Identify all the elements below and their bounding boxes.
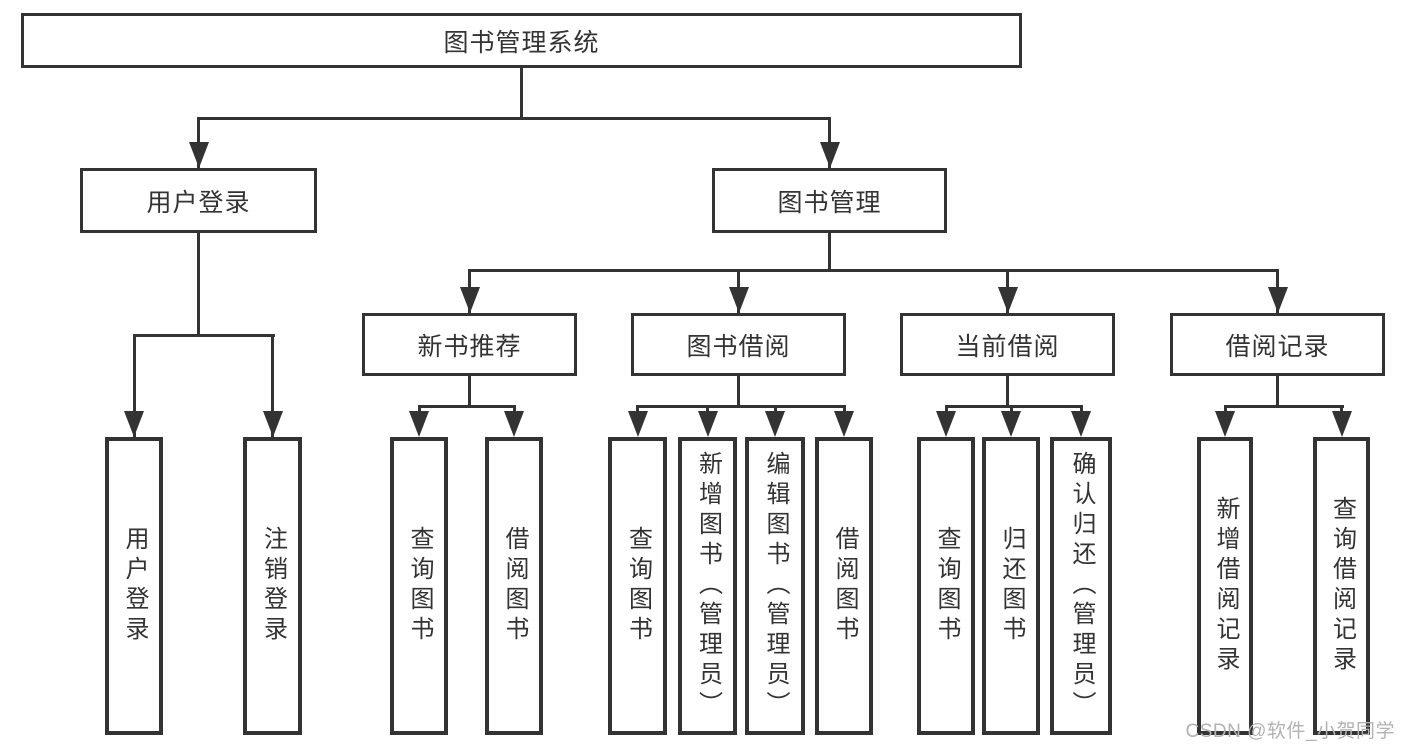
leaf-label: 编辑图书（管理员） bbox=[762, 451, 789, 721]
leaf-label: 查询图书 bbox=[406, 526, 433, 646]
leaf-records-add-borrow-record: 新增借阅记录 bbox=[1197, 437, 1253, 735]
leaf-borrowing-query-books: 查询图书 bbox=[608, 437, 667, 735]
leaf-current-query-books: 查询图书 bbox=[917, 437, 975, 735]
node-user-login: 用户登录 bbox=[80, 168, 317, 233]
leaf-borrowing-borrow-books: 借阅图书 bbox=[815, 437, 873, 735]
arrowhead bbox=[262, 411, 283, 437]
leaf-borrowing-edit-books-admin: 编辑图书（管理员） bbox=[745, 437, 805, 735]
leaf-label: 查询借阅记录 bbox=[1328, 496, 1356, 676]
node-new-book-recommendation: 新书推荐 bbox=[362, 313, 577, 376]
leaf-logout-login: 注销登录 bbox=[243, 437, 302, 735]
arrowhead bbox=[1001, 411, 1021, 437]
node-library-management-system: 图书管理系统 bbox=[21, 13, 1022, 68]
edge-root-stem bbox=[519, 68, 523, 118]
edge-current-borrowing-stem bbox=[1006, 376, 1009, 406]
edge-new-book-stem bbox=[468, 376, 471, 406]
arrowhead bbox=[1215, 411, 1235, 437]
edge-borrowing-records-stem bbox=[1276, 376, 1279, 406]
arrowhead bbox=[1071, 411, 1091, 437]
edge-level2-rail bbox=[196, 116, 831, 120]
leaf-current-return-books: 归还图书 bbox=[982, 437, 1040, 735]
edge-drop-leaf-user-login bbox=[132, 335, 136, 437]
leaf-records-query-borrow-record: 查询借阅记录 bbox=[1313, 437, 1370, 735]
arrowhead bbox=[124, 411, 144, 437]
node-label: 图书管理 bbox=[777, 188, 882, 217]
leaf-label: 用户登录 bbox=[121, 526, 148, 646]
leaf-label: 注销登录 bbox=[259, 526, 287, 646]
node-label: 图书管理系统 bbox=[443, 28, 600, 57]
arrowhead bbox=[188, 142, 209, 168]
leaf-label: 借阅图书 bbox=[831, 526, 858, 646]
leaf-label: 查询图书 bbox=[624, 526, 652, 646]
node-label: 当前借阅 bbox=[955, 332, 1060, 361]
edge-borrowing-records-rail bbox=[1223, 404, 1344, 408]
edge-user-login-rail bbox=[132, 333, 275, 337]
leaf-recommend-query-books: 查询图书 bbox=[390, 437, 448, 735]
edge-book-management-stem bbox=[828, 233, 831, 272]
leaf-recommend-borrow-books: 借阅图书 bbox=[485, 437, 543, 735]
node-book-borrowing: 图书借阅 bbox=[631, 313, 846, 376]
arrowhead bbox=[697, 411, 718, 437]
edge-user-login-stem bbox=[196, 233, 200, 335]
arrowhead bbox=[627, 411, 648, 437]
arrowhead bbox=[997, 287, 1018, 313]
edge-new-book-rail bbox=[417, 404, 516, 408]
edge-level3-rail bbox=[468, 269, 1279, 272]
arrowhead bbox=[1267, 287, 1288, 313]
arrowhead bbox=[819, 142, 840, 168]
node-label: 用户登录 bbox=[146, 188, 251, 217]
leaf-current-confirm-return-admin: 确认归还（管理员） bbox=[1050, 437, 1112, 735]
node-current-borrowing: 当前借阅 bbox=[900, 313, 1115, 376]
edge-book-borrowing-stem bbox=[737, 376, 740, 406]
edge-drop-leaf-logout bbox=[271, 335, 274, 437]
arrowhead bbox=[459, 287, 480, 313]
arrowhead bbox=[504, 411, 524, 437]
node-label: 图书借阅 bbox=[686, 332, 791, 361]
leaf-label: 新增图书（管理员） bbox=[694, 451, 722, 721]
node-label: 借阅记录 bbox=[1225, 332, 1330, 361]
leaf-borrowing-add-books-admin: 新增图书（管理员） bbox=[678, 437, 737, 735]
leaf-label: 新增借阅记录 bbox=[1212, 496, 1239, 676]
leaf-label: 确认归还（管理员） bbox=[1068, 451, 1095, 721]
leaf-label: 查询图书 bbox=[933, 526, 960, 646]
edge-current-borrowing-rail bbox=[944, 404, 1083, 408]
arrowhead bbox=[936, 411, 956, 437]
arrowhead bbox=[728, 287, 749, 313]
arrowhead bbox=[1331, 411, 1352, 437]
arrowhead bbox=[834, 411, 854, 437]
leaf-label: 归还图书 bbox=[998, 526, 1025, 646]
csdn-watermark: CSDN @软件_小贺同学 bbox=[1185, 721, 1395, 742]
leaf-label: 借阅图书 bbox=[501, 526, 528, 646]
arrowhead bbox=[409, 411, 429, 437]
node-borrowing-records: 借阅记录 bbox=[1170, 313, 1385, 376]
node-label: 新书推荐 bbox=[417, 332, 522, 361]
node-book-management: 图书管理 bbox=[712, 168, 947, 233]
arrowhead bbox=[765, 411, 785, 437]
leaf-user-login: 用户登录 bbox=[105, 437, 163, 735]
edge-book-borrowing-rail bbox=[636, 404, 846, 408]
